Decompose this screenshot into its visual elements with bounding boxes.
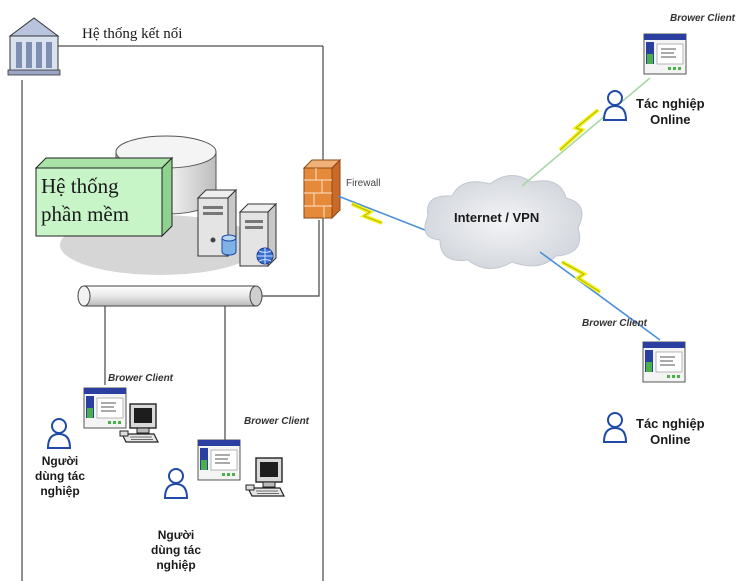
- network-backbone: [77, 285, 263, 307]
- lightning-bolt: [558, 108, 600, 152]
- browser-client-label: Brower Client: [244, 416, 310, 427]
- building-icon: [7, 17, 61, 76]
- lightning-bolt-edge: [561, 261, 601, 293]
- lightning-bolt-edge: [351, 203, 383, 224]
- browser-client-label: Brower Client: [670, 13, 736, 24]
- lightning-bolt-edge: [559, 109, 599, 151]
- user-label-line: Người: [41, 454, 79, 468]
- software-box-label: Hệ thống phần mềm: [41, 172, 129, 228]
- browser-window-icon: [197, 439, 241, 481]
- connection-line: [262, 220, 320, 297]
- browser-window-icon: [643, 33, 687, 75]
- user-label-line: Online: [650, 112, 691, 127]
- internet-label: Internet / VPN: [454, 210, 540, 225]
- user-label-line: Tác nghiệp: [636, 416, 705, 431]
- user-label-line: dùng tác: [35, 469, 85, 483]
- user-label-line: nghiệp: [40, 484, 80, 498]
- user-label-line: dùng tác: [151, 543, 201, 557]
- desktop-computer-icon: [245, 457, 285, 497]
- user-icon: [603, 412, 627, 443]
- user-label-line: Người: [157, 528, 195, 542]
- browser-client-label: Brower Client: [108, 373, 174, 384]
- user-label: Người dùng tác nghiệp: [30, 454, 90, 499]
- software-box-line1: Hệ thống: [41, 174, 119, 198]
- user-icon: [603, 90, 627, 121]
- user-label: Tác nghiệp Online: [636, 96, 705, 128]
- browser-client-label: Brower Client: [582, 318, 648, 329]
- vpn-link: [337, 195, 431, 233]
- user-icon: [47, 418, 71, 449]
- software-box: [34, 156, 174, 238]
- globe-icon: [256, 247, 274, 265]
- system-title: Hệ thống kết nối: [82, 26, 183, 42]
- user-label-line: nghiệp: [156, 558, 196, 572]
- user-label-line: Online: [650, 432, 691, 447]
- firewall-label: Firewall: [346, 178, 381, 189]
- user-icon: [164, 468, 188, 499]
- vpn-link: [521, 77, 651, 187]
- software-box-line2: phần mềm: [41, 202, 130, 226]
- database-small-icon: [221, 234, 237, 256]
- user-label: Người dùng tác nghiệp: [146, 528, 206, 573]
- firewall-icon: [302, 158, 342, 220]
- vpn-link: [539, 251, 661, 341]
- internet-cloud: [424, 175, 583, 269]
- browser-window-icon: [83, 387, 127, 429]
- user-label-line: Tác nghiệp: [636, 96, 705, 111]
- browser-window-icon: [642, 341, 686, 383]
- user-label: Tác nghiệp Online: [636, 416, 705, 448]
- lightning-bolt: [561, 260, 602, 294]
